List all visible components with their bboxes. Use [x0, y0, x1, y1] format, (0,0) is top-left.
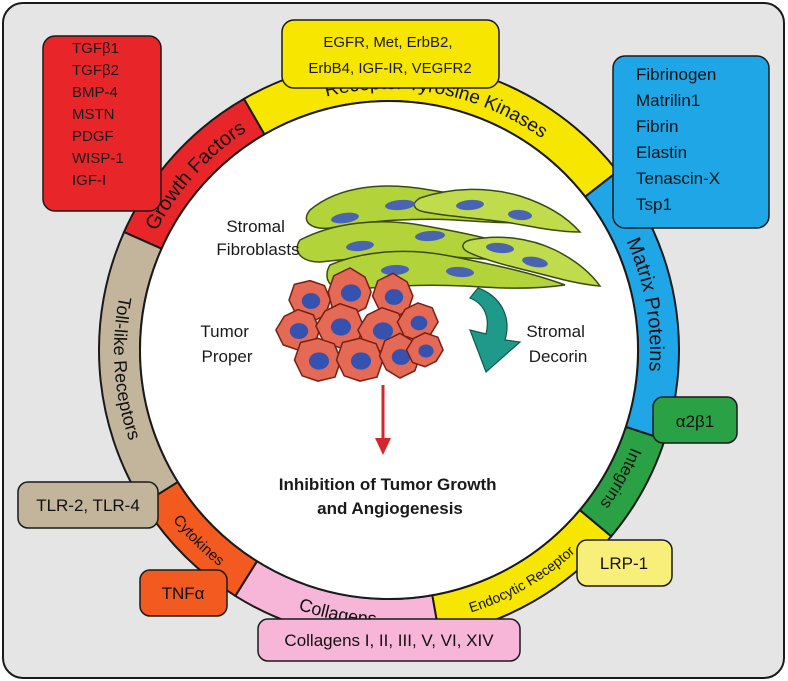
tumor-nucleus — [372, 322, 394, 340]
svg-text:Collagens I, II, III, V, VI, X: Collagens I, II, III, V, VI, XIV — [284, 631, 494, 650]
lrp1-box: LRP-1 — [576, 539, 673, 587]
tumor-nucleus — [340, 284, 362, 302]
fibroblast-nucleus — [508, 209, 532, 221]
fibroblast-nucleus — [381, 264, 409, 276]
fibroblast-nucleus — [385, 199, 415, 211]
svg-text:Fibrinogen Matrilin1: Fibrinogen Matrilin1 Fibrin Elastin Tena… — [636, 65, 725, 214]
svg-text:TGFβ1 TGFβ2 BMP-4: TGFβ1 TGFβ2 BMP-4 MSTN PDGF WISP-1 IGF-I — [72, 40, 128, 189]
tlr-box: TLR-2, TLR-4 — [17, 481, 159, 529]
outcome-arrow-head — [375, 438, 391, 455]
outcome-label: Inhibition of Tumor Growth and Angiogene… — [279, 475, 502, 518]
stromal-fibroblast-cells — [296, 185, 602, 291]
svg-text:EGFR, Met, ErbB2, ErbB4,: EGFR, Met, ErbB2, ErbB4, IGF-IR, VEGFR2 — [308, 34, 471, 77]
tumor-nucleus — [350, 352, 372, 370]
svg-text:α2β1: α2β1 — [676, 412, 715, 431]
tumor-nucleus — [289, 323, 309, 339]
growth-factors-box: TGFβ1 TGFβ2 BMP-4 MSTN PDGF WISP-1 IGF-I — [42, 35, 162, 212]
fibroblast-nucleus — [331, 212, 359, 224]
tumor-nucleus — [391, 349, 411, 365]
tumor-nucleus — [301, 293, 321, 309]
stromal-fibroblasts-label: Stromal Fibroblasts — [216, 217, 299, 259]
tumor-cell-cluster — [275, 267, 444, 382]
svg-text:LRP-1: LRP-1 — [600, 554, 648, 573]
receptor-tyrosine-kinases-box: EGFR, Met, ErbB2, ErbB4, IGF-IR, VEGFR2 — [281, 19, 500, 89]
tumor-nucleus — [308, 352, 330, 370]
matrix-proteins-box: Fibrinogen Matrilin1 Fibrin Elastin Tena… — [612, 55, 770, 229]
fibroblast-nucleus — [456, 199, 484, 211]
svg-text:TLR-2, TLR-4: TLR-2, TLR-4 — [36, 496, 140, 515]
fibroblast-nucleus — [522, 256, 548, 268]
integrins-box: α2β1 — [652, 396, 738, 444]
fibroblast-nucleus — [346, 240, 374, 252]
fibroblast-nucleus — [486, 242, 514, 254]
collagens-box: Collagens I, II, III, V, VI, XIV — [257, 618, 521, 662]
tnf-box: TNFα — [139, 569, 228, 617]
tumor-nucleus — [410, 315, 428, 331]
tumor-nucleus — [418, 344, 434, 358]
tumor-proper-label: Tumor Proper — [200, 322, 253, 366]
svg-text:TNFα: TNFα — [162, 584, 205, 603]
tumor-nucleus — [384, 289, 404, 305]
fibroblast-nucleus — [446, 266, 474, 278]
tumor-nucleus — [330, 318, 352, 336]
decorin-arrow — [469, 287, 522, 374]
fibroblast-cell — [413, 188, 582, 233]
stromal-decorin-label: Stromal Decorin — [526, 322, 589, 366]
fibroblast-nucleus — [415, 230, 445, 242]
